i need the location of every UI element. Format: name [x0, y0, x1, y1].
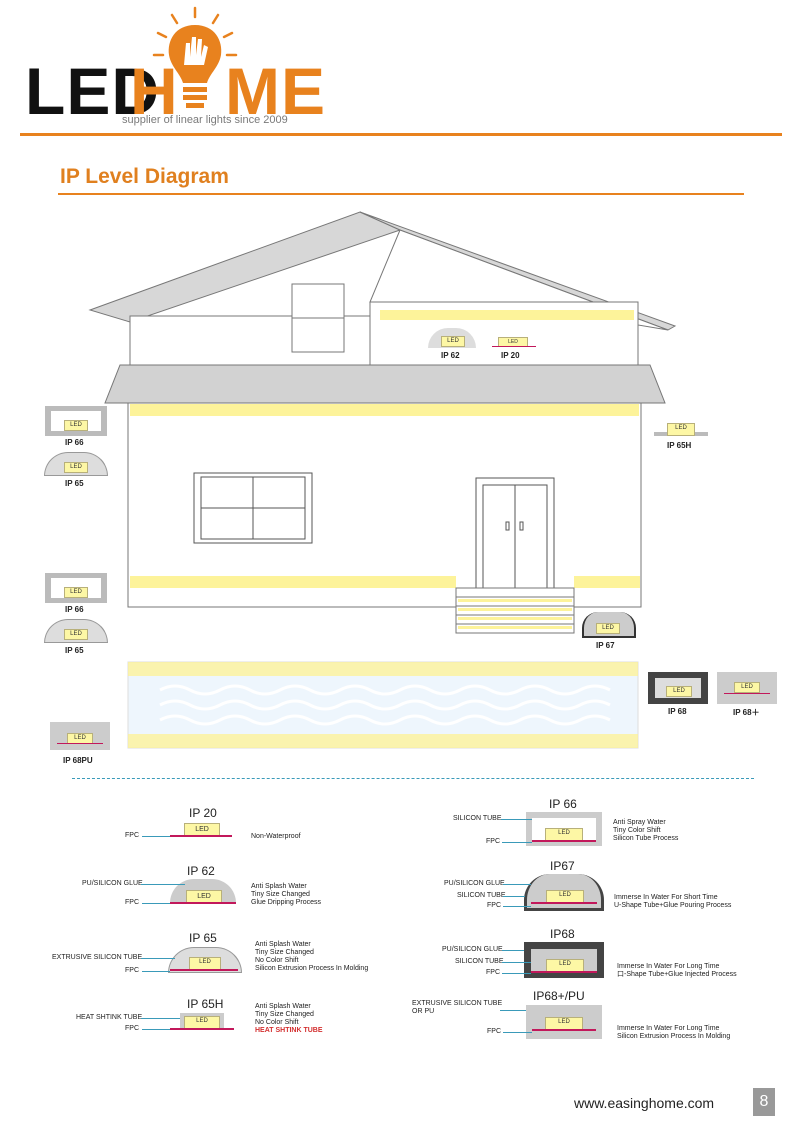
house-label-ip68pu: IP 68PU: [63, 756, 93, 765]
legend-ip68-mid: SILICON TUBE: [455, 958, 504, 965]
led-chip: LED: [666, 686, 692, 697]
logo-led: LED: [25, 54, 160, 128]
house-label-ip67: IP 67: [596, 641, 615, 650]
leader-line: [502, 962, 531, 963]
fpc-line: [531, 902, 597, 904]
leader-line: [142, 903, 170, 904]
leader-line: [503, 896, 525, 897]
section-divider: [72, 778, 754, 779]
led-chip: LED: [64, 587, 88, 598]
fpc-line: [170, 902, 236, 904]
legend-ip20-desc: Non-Waterproof: [251, 833, 301, 840]
fpc-line: [492, 346, 536, 347]
leader-line: [502, 973, 531, 974]
legend-ip62-fpc: FPC: [125, 899, 139, 906]
house-label-ip66b: IP 66: [65, 605, 84, 614]
footer-url[interactable]: www.easinghome.com: [574, 1095, 715, 1111]
leader-line: [501, 819, 532, 820]
tagline: supplier of linear lights since 2009: [122, 114, 288, 126]
fpc-line: [724, 693, 770, 694]
legend-ip65h-desc-red: HEAT SHTINK TUBE: [255, 1027, 323, 1034]
logo-me: ME: [225, 54, 326, 128]
legend-ip62-desc: Anti Splash Water Tiny Size Changed Glue…: [251, 883, 322, 906]
legend-ip65h-fpc: FPC: [125, 1025, 139, 1032]
legend-ip67-top: PU/SILICON GLUE: [444, 880, 505, 887]
house-label-ip62: IP 62: [441, 351, 460, 360]
fpc-line: [57, 743, 103, 744]
leader-line: [141, 958, 175, 959]
legend-title-ip65: IP 65: [189, 931, 217, 945]
header-rule: [20, 133, 782, 136]
led-chip: LED: [64, 420, 88, 431]
house-label-ip68plus: IP 68＋: [733, 708, 760, 717]
fpc-line: [170, 969, 238, 971]
house-label-ip66a: IP 66: [65, 438, 84, 447]
page-number: 8: [753, 1088, 775, 1116]
legend-ip68pu-top: EXTRUSIVE SILICON TUBE OR PU: [412, 1000, 503, 1015]
house-label-ip65h: IP 65H: [667, 441, 692, 450]
legend-title-ip20: IP 20: [189, 806, 217, 820]
legend-ip67-desc: Immerse In Water For Short Time U-Shape …: [614, 894, 732, 909]
fpc-line: [532, 840, 596, 842]
leader-line: [142, 971, 170, 972]
bulb-icon: [152, 6, 238, 108]
leader-line: [503, 884, 531, 885]
led-chip: LED: [667, 423, 695, 436]
legend-ip68pu-desc: Immerse In Water For Long Time Silicon E…: [617, 1025, 731, 1040]
leader-line: [142, 836, 170, 837]
legend-ip67-mid: SILICON TUBE: [457, 892, 506, 899]
fpc-line: [532, 1029, 596, 1031]
leader-line: [141, 1018, 180, 1019]
legend-ip65h-top: HEAT SHTINK TUBE: [76, 1014, 143, 1021]
legend-ip65-desc: Anti Splash Water Tiny Size Changed No C…: [255, 941, 369, 972]
legend-ip68-desc: Immerse In Water For Long Time 口-Shape T…: [617, 963, 737, 978]
led-chip: LED: [64, 462, 88, 473]
legend-title-ip68pu: IP68+/PU: [533, 989, 585, 1003]
led-chip: LED: [734, 682, 760, 693]
leader-line: [502, 950, 524, 951]
legend-ip67-fpc: FPC: [487, 902, 501, 909]
legend-title-ip65h: IP 65H: [187, 997, 224, 1011]
legend-ip62-top: PU/SILICON GLUE: [82, 880, 143, 887]
leader-line: [500, 1010, 526, 1011]
fpc-line: [170, 835, 232, 837]
title-rule: [58, 193, 744, 195]
house-label-ip65b: IP 65: [65, 646, 84, 655]
legend-ip68-fpc: FPC: [486, 969, 500, 976]
house-label-ip65a: IP 65: [65, 479, 84, 488]
leader-line: [142, 1029, 170, 1030]
legend-ip20-fpc: FPC: [125, 832, 139, 839]
legend-ip68pu-fpc: FPC: [487, 1028, 501, 1035]
led-chip: LED: [64, 629, 88, 640]
led-chip: LED: [441, 336, 465, 347]
legend-title-ip67: IP67: [550, 859, 575, 873]
house-label-ip68: IP 68: [668, 707, 687, 716]
legend-ip66-desc: Anti Spray Water Tiny Color Shift Silico…: [613, 819, 679, 842]
legend-title-ip66: IP 66: [549, 797, 577, 811]
logo-h: H: [130, 54, 179, 128]
house-label-ip20: IP 20: [501, 351, 520, 360]
led-chip: LED: [596, 623, 620, 634]
leader-line: [503, 906, 531, 907]
legend-ip65-fpc: FPC: [125, 967, 139, 974]
legend-ip65h-desc: Anti Splash Water Tiny Size Changed No C…: [255, 1003, 314, 1026]
legend-title-ip62: IP 62: [187, 864, 215, 878]
fpc-line: [531, 971, 597, 973]
legend-title-ip68: IP68: [550, 927, 575, 941]
legend-ip65-top: EXTRUSIVE SILICON TUBE: [52, 954, 143, 961]
page-title: IP Level Diagram: [60, 165, 229, 188]
house-illustration: [88, 211, 677, 749]
legend-ip66-top: SILICON TUBE: [453, 815, 502, 822]
fpc-line: [170, 1028, 234, 1030]
legend-ip68-top: PU/SILICON GLUE: [442, 946, 503, 953]
leader-line: [502, 842, 532, 843]
leader-line: [503, 1032, 532, 1033]
legend-ip66-fpc: FPC: [486, 838, 500, 845]
leader-line: [141, 884, 185, 885]
